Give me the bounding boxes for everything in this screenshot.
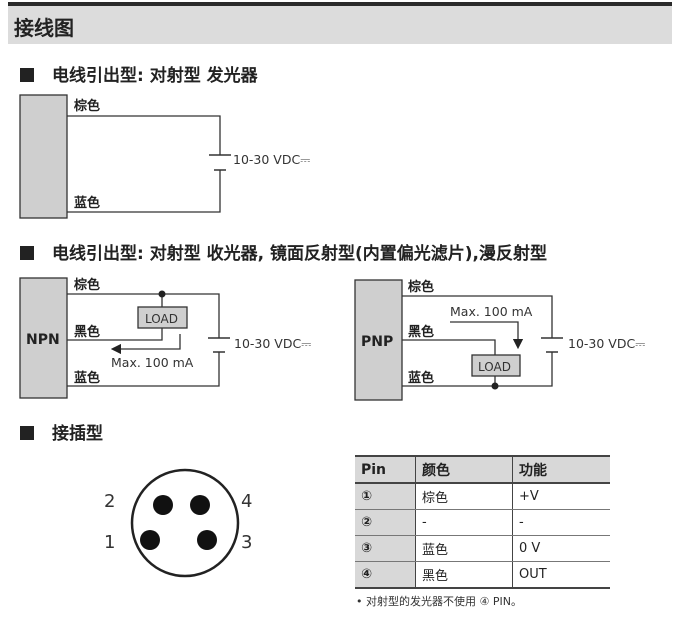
label-black: 黑色 bbox=[74, 324, 100, 340]
section-heading-emitter: 电线引出型: 对射型 发光器 bbox=[20, 61, 258, 86]
pnp-label: PNP bbox=[361, 334, 393, 350]
title-bar bbox=[8, 6, 672, 44]
section-heading-receiver: 电线引出型: 对射型 收光器, 镜面反射型(内置偏光滤片),漫反射型 bbox=[20, 239, 547, 264]
page-title: 接线图 bbox=[14, 16, 74, 40]
pin-3 bbox=[197, 530, 217, 550]
pin-number-1: 1 bbox=[104, 532, 115, 553]
label-brown: 棕色 bbox=[73, 98, 100, 114]
label-black: 黑色 bbox=[408, 324, 434, 340]
pin-number-2: 2 bbox=[104, 491, 115, 512]
pin-number-4: 4 bbox=[241, 491, 252, 512]
pnp-body bbox=[354, 279, 403, 401]
pnp-load-box bbox=[471, 354, 521, 377]
connector-outline bbox=[130, 468, 240, 578]
load-label: LOAD bbox=[478, 360, 511, 374]
label-brown: 棕色 bbox=[407, 279, 434, 295]
label-blue: 蓝色 bbox=[74, 370, 100, 386]
emitter-body bbox=[19, 94, 68, 219]
max-current-label: Max. 100 mA bbox=[450, 304, 533, 319]
npn-label: NPN bbox=[26, 332, 60, 348]
npn-body bbox=[19, 277, 68, 399]
bullet-square-icon bbox=[20, 426, 34, 440]
table-row: ②-- bbox=[355, 509, 610, 536]
label-blue: 蓝色 bbox=[74, 195, 100, 211]
label-blue: 蓝色 bbox=[408, 370, 434, 386]
bullet-square-icon bbox=[20, 246, 34, 260]
supply-voltage: 10-30 VDC⎓ bbox=[234, 336, 311, 351]
section-heading-connector: 接插型 bbox=[20, 419, 103, 444]
connector-pins bbox=[140, 495, 217, 550]
pin-2 bbox=[153, 495, 173, 515]
load-label: LOAD bbox=[145, 312, 178, 326]
supply-voltage: 10-30 VDC⎓ bbox=[233, 152, 310, 167]
table-header: Pin 颜色 功能 bbox=[355, 455, 610, 484]
table-note: • 对射型的发光器不使用 ④ PIN。 bbox=[356, 595, 522, 608]
pin-1 bbox=[140, 530, 160, 550]
max-current-label: Max. 100 mA bbox=[111, 355, 194, 370]
pin-4 bbox=[190, 495, 210, 515]
supply-voltage: 10-30 VDC⎓ bbox=[568, 336, 645, 351]
pin-number-3: 3 bbox=[241, 532, 252, 553]
top-rule bbox=[8, 2, 672, 6]
bullet-square-icon bbox=[20, 68, 34, 82]
label-brown: 棕色 bbox=[73, 277, 100, 293]
